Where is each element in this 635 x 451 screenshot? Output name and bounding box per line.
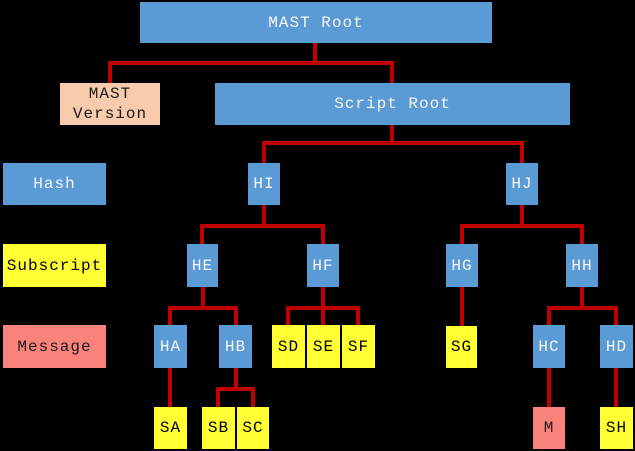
node-sf: SF (342, 325, 375, 368)
node-m: M (533, 407, 565, 449)
connector-hb-children (216, 368, 255, 407)
node-he: HE (187, 244, 218, 287)
row-label-hash: Hash (3, 163, 106, 205)
node-hi: HI (248, 163, 280, 205)
node-ha: HA (154, 325, 187, 368)
connector-hi-children (200, 205, 325, 244)
node-sa: SA (154, 407, 187, 449)
connector-hh-children (547, 287, 618, 325)
node-sd: SD (272, 325, 305, 368)
row-label-message: Message (3, 325, 106, 368)
connector-mastroot-children (108, 43, 394, 83)
connector-hj-children (460, 205, 584, 244)
node-sc: SC (237, 407, 269, 449)
node-sb: SB (202, 407, 235, 449)
node-sg: SG (446, 326, 477, 368)
node-script-root: Script Root (215, 83, 570, 125)
node-hj: HJ (506, 163, 538, 205)
node-hh: HH (566, 244, 598, 287)
node-mast-root: MAST Root (140, 2, 492, 43)
connector-scriptroot-children (262, 125, 524, 163)
node-sh: SH (600, 407, 633, 449)
node-hd: HD (600, 325, 633, 368)
node-mast-version: MAST Version (60, 83, 160, 125)
node-hf: HF (307, 244, 339, 287)
node-hc: HC (533, 325, 565, 368)
node-hb: HB (219, 325, 252, 368)
connector-he-children (168, 287, 238, 325)
row-label-subscript: Subscript (3, 244, 106, 287)
node-se: SE (307, 325, 340, 368)
node-hg: HG (446, 244, 478, 287)
connector-hf-children (286, 287, 360, 325)
